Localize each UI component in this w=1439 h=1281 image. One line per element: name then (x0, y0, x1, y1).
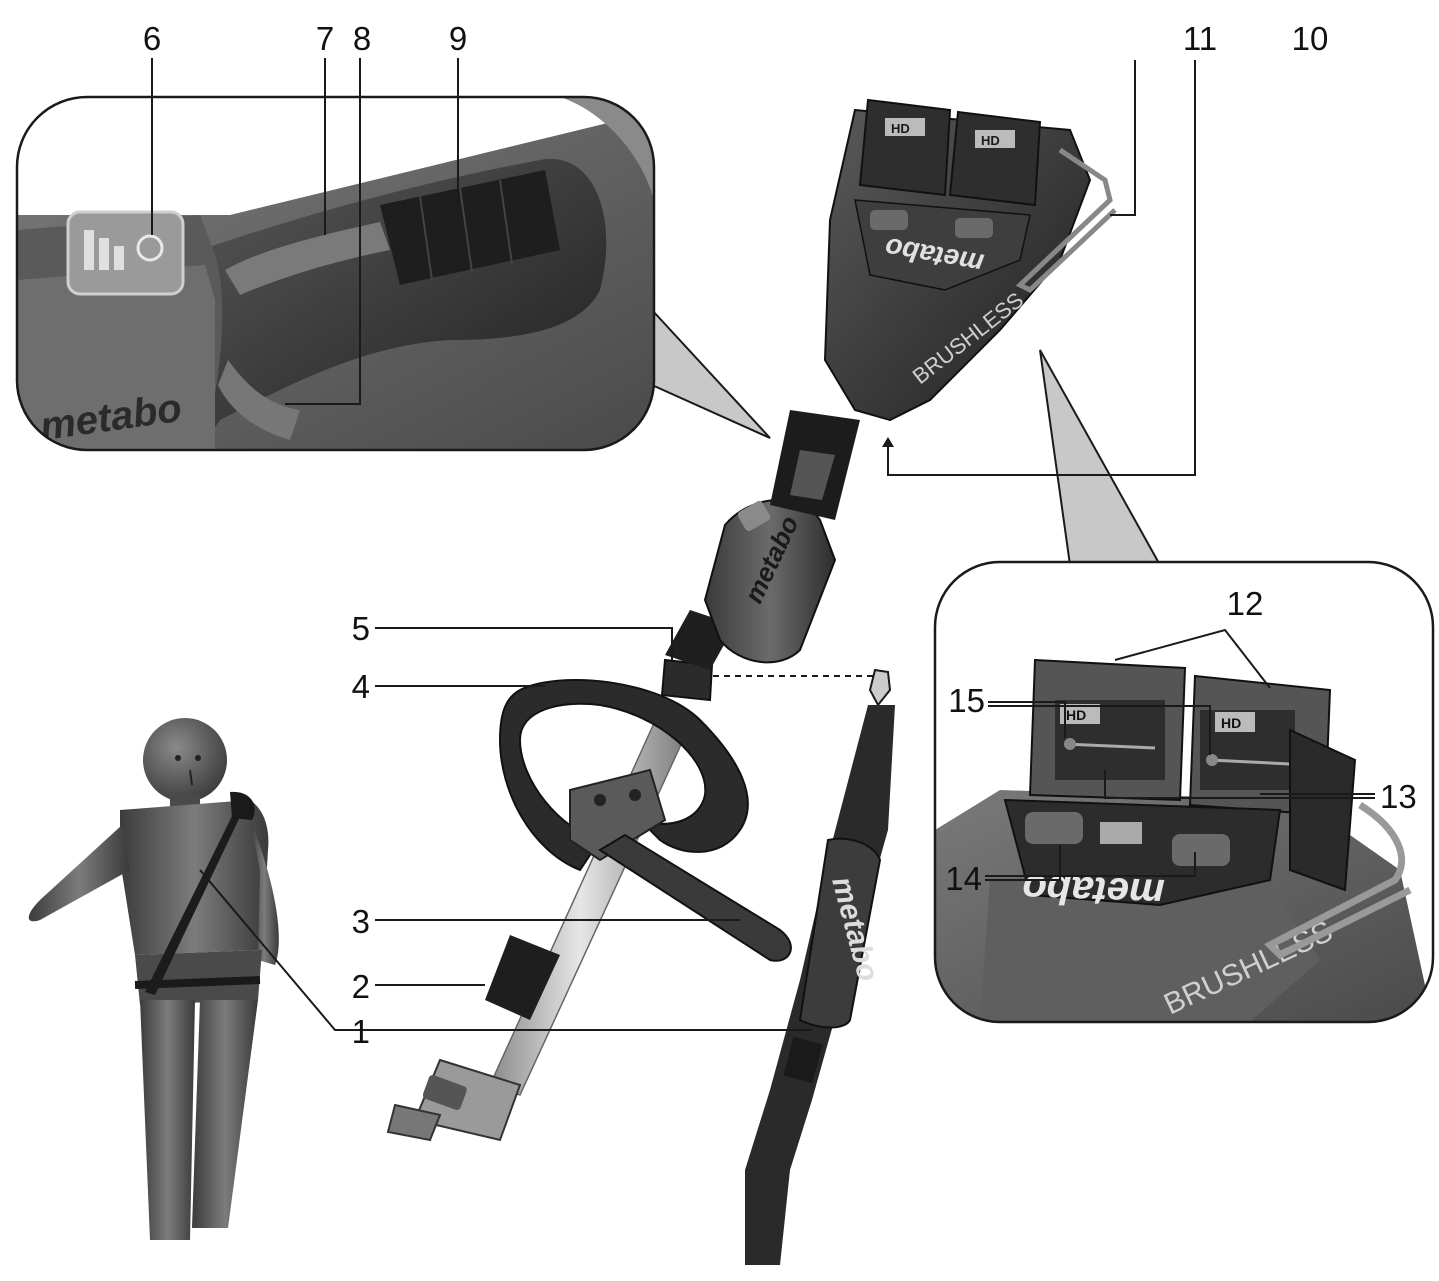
callout-6: 6 (143, 20, 161, 57)
callout-3: 3 (352, 903, 370, 940)
battery-pack-2 (948, 110, 1042, 207)
wire-bracket (1015, 147, 1117, 294)
callout-15: 15 (948, 682, 985, 719)
strap-shoulder-pad (798, 837, 882, 1029)
battery-1-badge: HD (891, 121, 910, 136)
battery-zoom-frame (933, 560, 1435, 1024)
leader-14-a (985, 845, 1061, 881)
callout-9: 9 (449, 20, 467, 57)
zoom-button-left (1025, 812, 1083, 844)
figure-leg-right (192, 1000, 258, 1228)
battery-zoom-inset: HD HD metabo BRUSHLESS (933, 349, 1435, 1024)
leader-13-a (1104, 770, 1375, 799)
battery-2-badge: HD (981, 133, 1000, 148)
leader-14-b (985, 852, 1196, 877)
callout-14: 14 (945, 860, 982, 897)
person-figure (28, 718, 279, 1240)
callout-12: 12 (1227, 585, 1264, 622)
callout-10: 10 (1292, 20, 1329, 57)
grip-sleeve (485, 935, 560, 1020)
callout-numbers: 1 2 3 4 5 6 7 8 9 10 11 12 13 14 15 (143, 20, 1417, 1050)
callout-5: 5 (352, 610, 370, 647)
figure-torso (120, 800, 269, 955)
callout-2: 2 (352, 968, 370, 1005)
callout-8: 8 (353, 20, 371, 57)
callout-13: 13 (1380, 778, 1417, 815)
leader-8 (285, 58, 361, 405)
leader-12 (1114, 628, 1271, 689)
figure-head (143, 718, 227, 802)
figure-leg-left (140, 1000, 195, 1240)
battery-pack-1 (858, 98, 952, 197)
zoom-pointer-right (1039, 349, 1162, 566)
leader-11-top (1110, 60, 1136, 216)
callout-4: 4 (352, 668, 370, 705)
zoom-pointer-left (651, 307, 771, 439)
callout-11: 11 (1183, 20, 1217, 57)
leader-15-b (988, 705, 1211, 755)
leader-11-bottom (887, 60, 1196, 476)
leader-1-figure (199, 869, 375, 1031)
handle-grip-bar (598, 833, 792, 962)
power-unit: metabo HD HD metabo BRUSHLESS (386, 98, 1117, 1142)
zoom-battery-2-badge: HD (1221, 715, 1241, 731)
handle-zoom-frame (15, 95, 656, 452)
callout-1: 1 (352, 1013, 370, 1050)
bike-handle (498, 679, 749, 872)
leader-lines (151, 58, 1375, 1031)
leader-5 (375, 627, 673, 660)
callout-7: 7 (316, 20, 334, 57)
zoom-brand-text: metabo (1022, 866, 1166, 915)
zoom-button-right (1172, 834, 1230, 866)
zoom-battery-1-badge: HD (1066, 707, 1086, 723)
shoulder-strap: metabo (680, 668, 895, 1265)
leader-15-a (988, 701, 1066, 738)
strap-snap-hook (868, 668, 892, 707)
figure-harness (145, 800, 248, 995)
handle-zoom-inset: metabo (15, 95, 771, 452)
